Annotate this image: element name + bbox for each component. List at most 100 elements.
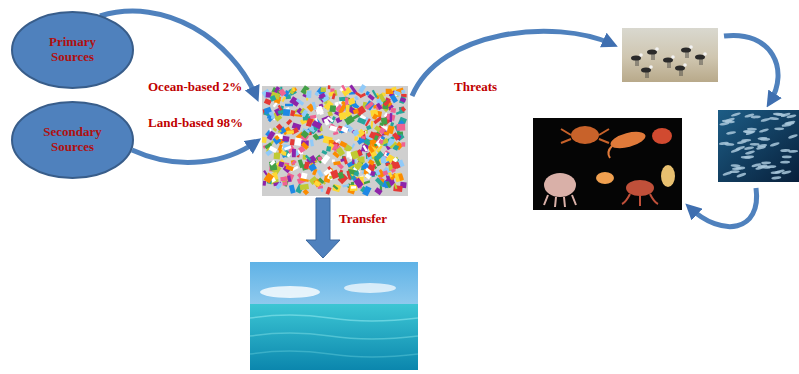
plastic-piece <box>321 154 331 164</box>
plastic-piece <box>401 142 405 147</box>
plastic-piece <box>400 97 406 103</box>
plastic-piece <box>290 139 295 145</box>
squid-arms <box>544 195 576 207</box>
plastic-piece <box>327 116 334 122</box>
plastic-piece <box>312 102 317 110</box>
plastic-piece <box>361 145 368 152</box>
plastic-piece <box>349 85 357 94</box>
fish <box>759 128 769 134</box>
fish <box>760 138 770 141</box>
cycle-arrow <box>724 35 778 102</box>
plastic-piece <box>264 172 275 183</box>
plastic-piece <box>354 178 364 189</box>
plastic-piece <box>278 130 282 133</box>
bird-body <box>641 67 651 72</box>
plastic-piece <box>281 96 286 102</box>
plastic-piece <box>390 142 398 149</box>
plastic-piece <box>391 87 397 91</box>
sky <box>250 262 418 370</box>
plastic-piece <box>353 109 359 115</box>
plastic-piece <box>347 151 352 157</box>
plastic-piece <box>375 177 384 186</box>
ellipse-fill <box>12 102 133 178</box>
bird-head <box>655 47 659 51</box>
plastic-piece <box>362 145 367 152</box>
bird-head <box>671 55 675 59</box>
plastic-piece <box>283 109 291 116</box>
marine-invertebrates-image <box>533 118 682 210</box>
fish <box>788 150 798 153</box>
bird <box>647 47 659 60</box>
bird <box>631 53 643 66</box>
plastic-piece <box>317 169 324 177</box>
plastic-piece <box>354 96 359 101</box>
plastic-piece <box>332 93 336 99</box>
plastic-piece <box>282 151 286 155</box>
source-ellipse: Secondary Sources <box>10 100 135 180</box>
plastic-piece <box>378 139 383 144</box>
bird-legs <box>668 62 670 68</box>
plastic-piece <box>342 184 349 187</box>
plastic-piece <box>335 139 340 143</box>
bird-head <box>683 63 687 67</box>
plastic-piece <box>352 129 359 136</box>
plastic-piece <box>399 96 406 104</box>
fish <box>773 112 783 116</box>
wave <box>250 351 418 357</box>
plastic-piece <box>296 98 304 105</box>
plastic-piece <box>391 168 396 173</box>
plastic-piece <box>390 94 398 103</box>
plastic-piece <box>285 165 293 171</box>
bird-legs <box>680 70 682 76</box>
fish <box>782 156 792 159</box>
plastic-piece <box>339 141 347 148</box>
plastic-piece <box>346 105 350 113</box>
plastic-piece <box>365 173 371 179</box>
plastic-piece <box>357 117 366 124</box>
bird-legs <box>636 60 638 66</box>
bird <box>681 45 693 58</box>
plastic-piece <box>314 91 319 96</box>
plastic-piece <box>300 184 309 190</box>
plastic-piece <box>374 187 382 195</box>
plastic-piece <box>338 172 345 179</box>
threat-arrow <box>412 31 612 96</box>
plastic-piece <box>350 185 357 191</box>
bird <box>663 55 675 68</box>
amphipod <box>661 165 675 187</box>
source-ellipse: Primary Sources <box>10 10 135 90</box>
plastic-piece <box>292 149 296 157</box>
bird-head <box>649 65 653 69</box>
fish <box>745 150 755 155</box>
plastic-piece <box>381 136 386 140</box>
bird-head <box>703 52 707 56</box>
image-ground <box>533 118 682 210</box>
larva <box>596 172 614 184</box>
bird-body <box>675 65 685 70</box>
fish <box>770 141 780 147</box>
plastic-piece <box>401 89 406 93</box>
fish <box>744 146 754 151</box>
water <box>718 110 799 182</box>
plastic-piece <box>291 160 296 166</box>
wave <box>250 333 418 339</box>
plastic-piece <box>301 130 310 139</box>
plastic-piece <box>318 106 324 115</box>
plastic-piece <box>382 170 388 176</box>
plastic-piece <box>276 182 283 190</box>
bird-body <box>695 54 705 59</box>
fish <box>788 133 798 139</box>
fish <box>747 128 757 131</box>
plastic-piece <box>263 181 267 186</box>
bird-body <box>631 55 641 60</box>
octopus-arms <box>622 194 658 206</box>
fish <box>744 130 754 133</box>
plastic-piece <box>306 118 313 127</box>
plastic-piece <box>294 114 302 117</box>
plastic-piece <box>312 133 319 140</box>
shrimp <box>609 129 647 152</box>
plastic-piece <box>310 159 315 164</box>
plastic-piece <box>273 127 278 131</box>
plastic-piece <box>346 171 351 180</box>
